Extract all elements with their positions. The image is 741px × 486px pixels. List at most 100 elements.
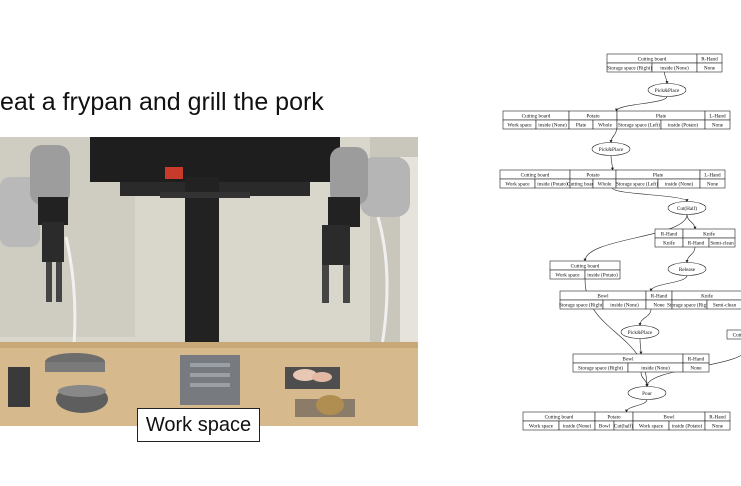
- action-node: Pick&Place: [591, 142, 631, 156]
- action-ellipse: [627, 386, 667, 400]
- action-ellipse: [667, 201, 707, 215]
- state-object-attr: inside (None): [665, 180, 694, 187]
- state-object-name: L-Hand: [709, 113, 726, 119]
- graph-edge: [625, 399, 648, 413]
- state-cell-attr: [696, 62, 723, 73]
- graph-edge: [583, 214, 688, 262]
- action-node: Pour: [627, 386, 667, 400]
- action-node: Release: [667, 262, 707, 276]
- state-object-attr: R-Hand: [688, 240, 705, 246]
- state-node: Cutting board Work space inside (Potato) Po…: [499, 169, 726, 189]
- state-object-attr: Work space: [639, 423, 664, 429]
- state-object-attr: inside (None): [563, 422, 592, 429]
- state-object-name: Cutting board: [733, 332, 741, 338]
- state-object-attr: Bowl: [599, 423, 611, 429]
- graph-edge: [612, 187, 689, 203]
- state-cell-attr: [699, 178, 726, 189]
- state-object-name: Bowl: [597, 293, 609, 299]
- state-cell-attr: [682, 362, 710, 373]
- state-object-name: R-Hand: [661, 231, 678, 237]
- state-object-attr: Whole: [598, 181, 613, 187]
- action-label: Pick&Place: [655, 88, 680, 94]
- state-object-attr: inside (Potato): [537, 180, 568, 187]
- state-object-name: R-Hand: [688, 356, 705, 362]
- action-ellipse: [591, 142, 631, 156]
- state-object-attr: None: [712, 423, 724, 429]
- state-object-name: Potato: [586, 113, 600, 119]
- state-cell-attr: [704, 119, 731, 130]
- state-object-attr: None: [653, 302, 665, 308]
- state-object-attr: Storage space (Right): [607, 64, 652, 71]
- state-node: Cutting board: [726, 329, 741, 340]
- state-object-name: Bowl: [622, 356, 634, 362]
- state-object-name: Cutting board: [638, 56, 667, 62]
- graph-edge: [609, 128, 617, 144]
- state-object-name: Cutting board: [522, 113, 551, 119]
- action-ellipse: [667, 262, 707, 276]
- state-object-attr: None: [690, 365, 702, 371]
- graph-edge: [649, 275, 688, 292]
- state-object-attr: None: [712, 122, 724, 128]
- graph-edge: [686, 214, 697, 230]
- state-object-attr: Work space: [507, 122, 532, 128]
- state-object-attr: inside (Potato): [672, 422, 703, 429]
- state-object-name: Plate: [653, 172, 664, 178]
- state-object-name: R-Hand: [709, 414, 726, 420]
- action-node: Pick&Place: [647, 83, 687, 97]
- graph-edge: [610, 155, 614, 171]
- state-object-attr: Cutting board: [567, 181, 596, 187]
- state-cell-attr: [584, 269, 621, 280]
- graph-edge: [685, 246, 696, 264]
- state-object-name: Bowl: [663, 414, 675, 420]
- state-object-attr: None: [704, 65, 716, 71]
- action-label: Pour: [642, 391, 652, 397]
- state-object-name: Knife: [701, 292, 714, 299]
- state-object-attr: Cut(half): [614, 422, 633, 429]
- state-object-attr: Knife: [663, 239, 676, 246]
- state-object-attr: Whole: [598, 122, 613, 128]
- state-object-name: Cutting board: [545, 414, 574, 420]
- graph-edge: [664, 71, 669, 85]
- state-object-name: Potato: [586, 172, 600, 178]
- state-object-attr: inside (None): [660, 64, 689, 71]
- graph-edge: [640, 371, 649, 388]
- work-space-label: Work space: [137, 408, 260, 442]
- state-object-attr: Semi-clean: [713, 302, 737, 308]
- graph-edge: [639, 338, 643, 355]
- action-label: Cut(Half): [677, 205, 697, 212]
- state-object-attr: Work space: [505, 181, 530, 187]
- state-object-attr: Work space: [529, 423, 554, 429]
- state-object-name: R-Hand: [701, 56, 718, 62]
- state-object-attr: Storage space (Left): [616, 180, 658, 187]
- state-object-attr: Storage space (Right): [578, 364, 623, 371]
- state-object-attr: inside (Potato): [587, 271, 618, 278]
- state-cell-attr: [704, 420, 731, 431]
- state-cell-header: [726, 329, 741, 340]
- state-object-attr: inside (None): [641, 364, 670, 371]
- graph-edge: [638, 308, 652, 327]
- state-object-name: R-Hand: [651, 293, 668, 299]
- robot-workspace-photo: [0, 137, 418, 426]
- state-object-attr: Plate: [576, 122, 587, 128]
- state-object-name: Cutting board: [571, 263, 600, 269]
- action-label: Pick&Place: [628, 330, 653, 336]
- slide-title: eat a frypan and grill the pork: [0, 88, 324, 116]
- action-ellipse: [620, 325, 660, 339]
- state-object-attr: Work space: [555, 272, 580, 278]
- action-label: Release: [679, 267, 696, 273]
- state-object-attr: inside (Potato): [668, 121, 699, 128]
- state-object-attr: None: [707, 181, 719, 187]
- state-object-attr: Storage space (Right): [667, 301, 712, 308]
- state-object-attr: inside (None): [610, 301, 639, 308]
- action-ellipse: [647, 83, 687, 97]
- state-object-name: Plate: [656, 113, 667, 119]
